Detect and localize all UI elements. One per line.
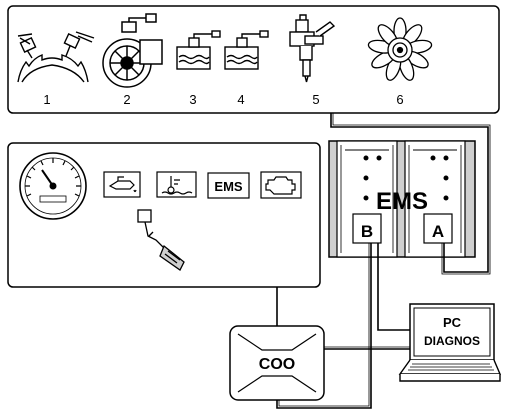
fuel-injector-icon	[289, 14, 336, 83]
sensor-number-5: 5	[312, 92, 319, 107]
coolant-level-sensor-icon	[176, 30, 221, 70]
coo-unit	[229, 325, 325, 401]
coolant-temperature-lamp-icon	[156, 171, 197, 198]
engine-check-lamp-icon	[260, 171, 302, 199]
crank-speed-sensor-icon	[17, 31, 95, 83]
ems-pc-wire	[377, 243, 410, 331]
ems-unit	[328, 140, 476, 258]
speedometer-icon	[19, 152, 87, 220]
pc-diagnos-label: DIAGNOS	[424, 334, 480, 348]
accelerator-pedal-icon	[137, 209, 185, 271]
wiring	[276, 113, 491, 409]
ems-unit-label: EMS	[376, 188, 428, 215]
pc-diagnos-laptop-icon	[398, 303, 502, 382]
sensor-number-4: 4	[237, 92, 244, 107]
pc-label: PC	[443, 315, 462, 330]
sensor-number-2: 2	[123, 92, 130, 107]
sensor-number-1: 1	[43, 92, 50, 107]
ems-lamp-label: EMS	[214, 179, 243, 194]
oil-pressure-lamp-icon	[103, 171, 141, 198]
connector-a-label: A	[432, 222, 444, 241]
sensor-harness-wire	[330, 113, 489, 273]
connector-b-label: B	[361, 222, 373, 241]
sensor-number-3: 3	[189, 92, 196, 107]
coo-label: COO	[259, 356, 295, 373]
ems-lamp	[207, 172, 250, 199]
sensor-number-6: 6	[396, 92, 403, 107]
coo-ems-wire	[276, 243, 372, 409]
oil-level-sensor-icon	[224, 30, 269, 70]
cooling-fan-icon	[367, 17, 433, 81]
turbocharger-sensor-icon	[102, 13, 163, 88]
